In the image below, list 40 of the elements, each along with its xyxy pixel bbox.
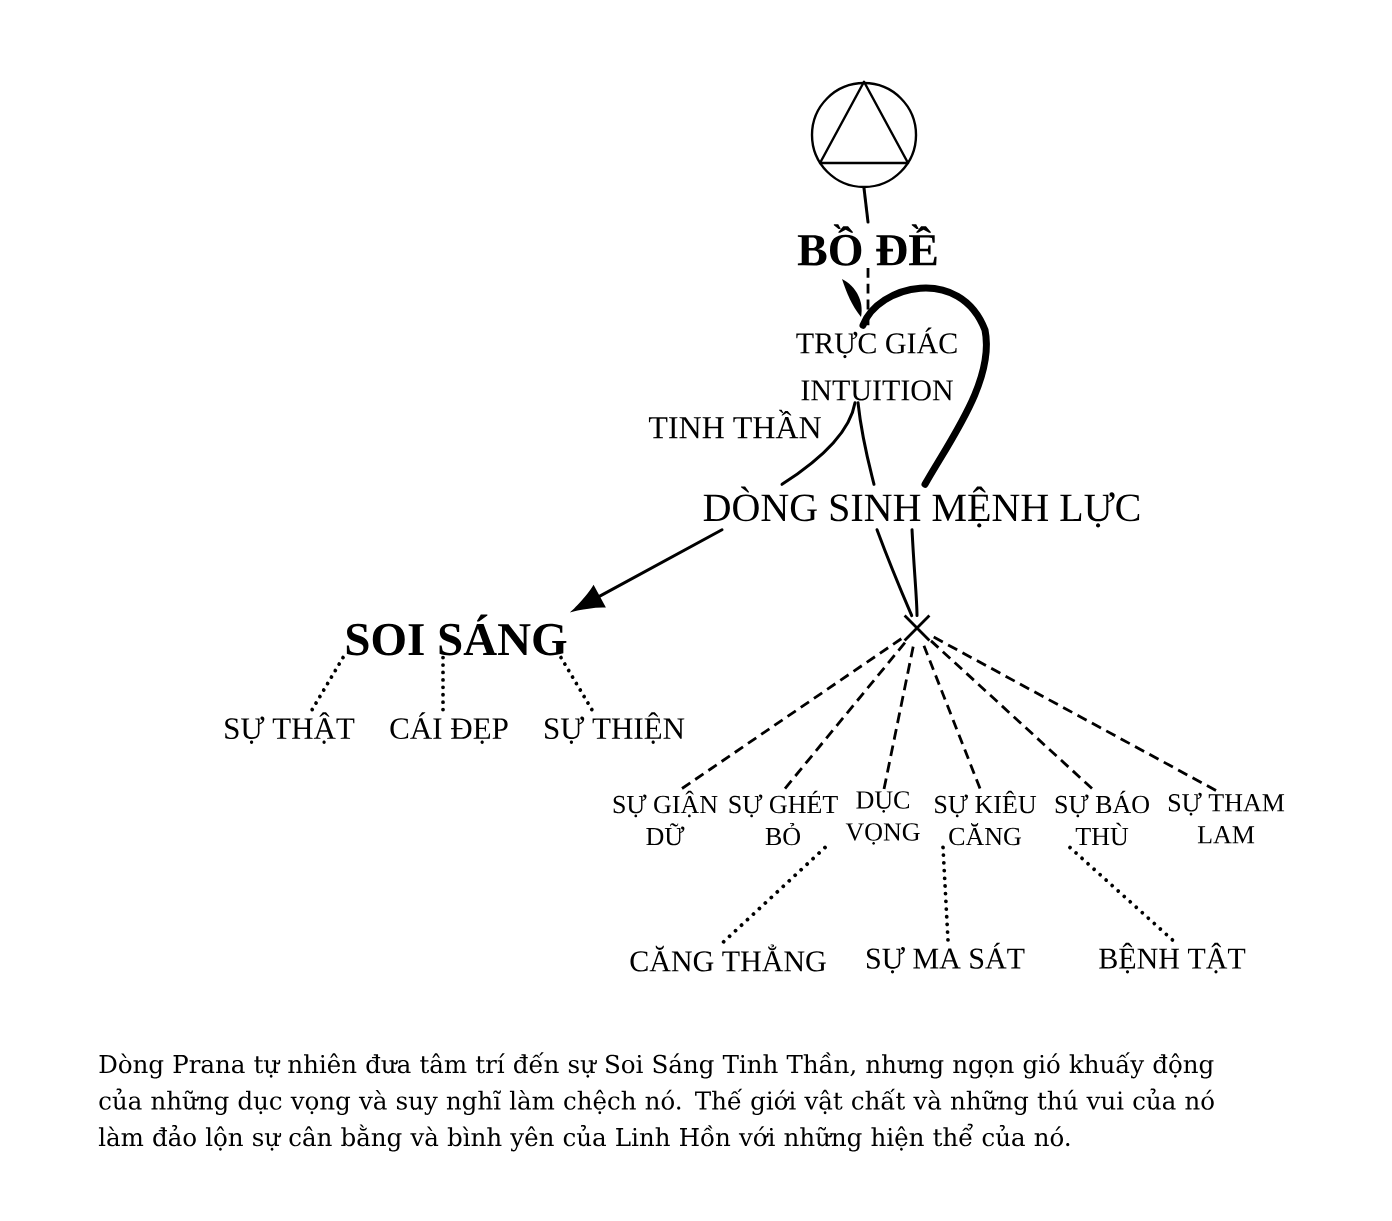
caption-text: Dòng Prana tự nhiên đưa tâm trí đến sự Soi Sáng Tinh Thần, nhưng ngọn gió khuấy động của những dục vọng và suy nghĩ làm chệch nó. Thế giới vật chất và những thú vui của nó làm đảo lộn sự cân bằng và bình yên của Linh Hồn với những hiện thể của nó. bbox=[98, 1052, 1214, 1152]
line bbox=[862, 186, 870, 224]
term-label: SỰ GIẬN DỮ bbox=[613, 790, 718, 846]
dotted-line bbox=[310, 655, 345, 712]
dashed-line bbox=[866, 267, 870, 326]
term-label: SỰ BÁO THÙ bbox=[1055, 790, 1149, 846]
cross-mark bbox=[903, 614, 931, 642]
edge-label: TINH THẦN bbox=[648, 409, 821, 439]
term-label: DỤC VỌNG bbox=[845, 791, 920, 845]
dashed-line bbox=[933, 635, 1217, 792]
curved-line bbox=[875, 528, 914, 618]
dotted-line bbox=[441, 655, 445, 712]
dashed-line bbox=[882, 646, 915, 790]
term-label: SOI SÁNG bbox=[346, 614, 567, 656]
dashed-line bbox=[783, 641, 907, 790]
term-label: CÁI ĐẸP bbox=[390, 712, 508, 744]
dashed-line bbox=[930, 639, 1093, 790]
curved-line bbox=[859, 284, 990, 488]
curved-line bbox=[910, 528, 919, 618]
term-label: SỰ THAM LAM bbox=[1168, 792, 1285, 844]
curved-line bbox=[856, 401, 876, 486]
term-label: SỰ MA SÁT bbox=[867, 942, 1025, 974]
arrow bbox=[573, 528, 724, 611]
dotted-line bbox=[1068, 845, 1175, 943]
term-label: SỰ GHÉT BỎ bbox=[729, 790, 838, 846]
dotted-line bbox=[559, 655, 594, 712]
dashed-line bbox=[922, 645, 982, 790]
term-label: DÒNG SINH MỆNH LỰC bbox=[703, 486, 1140, 528]
term-label: BỒ ĐỀ bbox=[797, 224, 937, 266]
term-label: SỰ THIỆN bbox=[545, 712, 685, 744]
dotted-line bbox=[721, 845, 827, 945]
circle-symbol bbox=[810, 80, 918, 189]
term-label: TRỰC GIÁC INTUITION bbox=[796, 327, 957, 401]
term-label: CĂNG THẲNG bbox=[630, 944, 826, 972]
dashed-line bbox=[681, 637, 903, 790]
term-label: SỰ THẬT bbox=[225, 712, 355, 744]
curved-line bbox=[780, 401, 857, 486]
term-label: SỰ KIÊU CĂNG bbox=[935, 790, 1037, 846]
dotted-line bbox=[941, 845, 950, 943]
term-label: BỆNH TẬT bbox=[1099, 942, 1246, 974]
